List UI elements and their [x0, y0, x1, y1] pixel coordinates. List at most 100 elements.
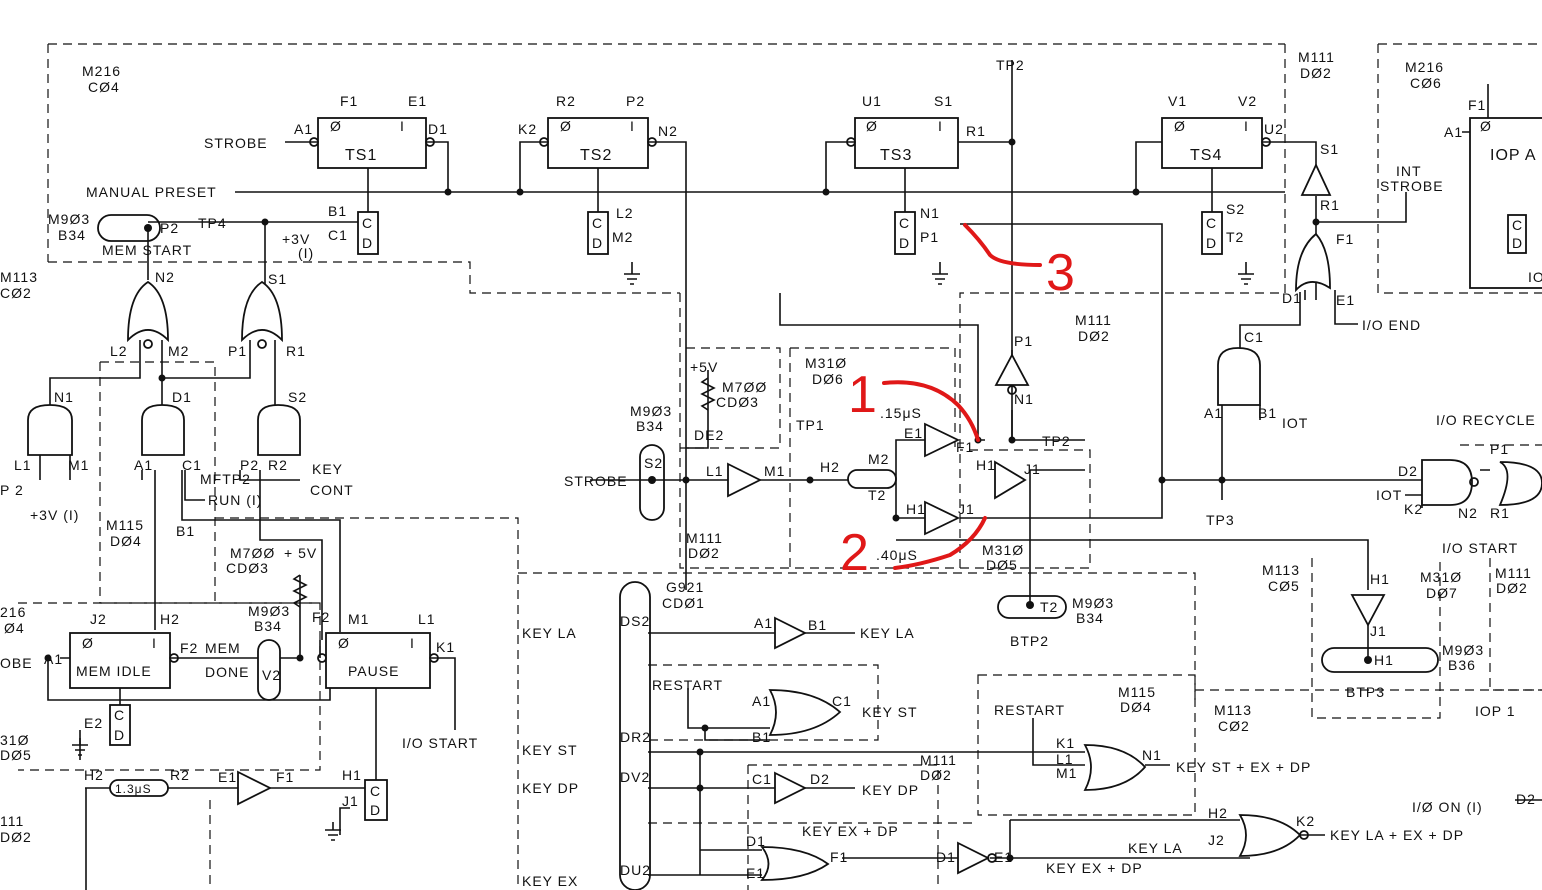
svg-text:INT: INT — [1396, 163, 1422, 179]
svg-text:MANUAL PRESET: MANUAL PRESET — [86, 184, 217, 200]
svg-text:STROBE: STROBE — [564, 473, 628, 489]
svg-text:N2: N2 — [1458, 505, 1478, 521]
svg-text:C: C — [114, 707, 125, 723]
svg-text:E1: E1 — [994, 849, 1013, 865]
svg-text:B1: B1 — [808, 617, 827, 633]
svg-text:P 2: P 2 — [0, 482, 24, 498]
annotation-1: 1 — [848, 366, 877, 424]
svg-text:L2: L2 — [616, 205, 634, 221]
gates — [27, 162, 1542, 881]
svg-text:C1: C1 — [752, 771, 772, 787]
svg-text:E1: E1 — [1336, 292, 1355, 308]
flipflop-ts4: Ø I TS4 V1 V2 — [1161, 93, 1271, 169]
svg-text:R1: R1 — [1320, 197, 1340, 213]
pulse-blocks: CD CD CD CD CD CD — [109, 211, 1223, 821]
svg-text:DR2: DR2 — [620, 729, 651, 745]
svg-text:MEM: MEM — [205, 640, 241, 656]
svg-text:R2: R2 — [170, 767, 190, 783]
svg-text:F1: F1 — [1468, 97, 1486, 113]
svg-text:Ø: Ø — [330, 118, 342, 134]
svg-text:Ø: Ø — [560, 118, 572, 134]
svg-text:+ 5V: + 5V — [284, 545, 317, 561]
svg-text:M113: M113 — [0, 269, 38, 285]
svg-text:F1: F1 — [830, 849, 848, 865]
svg-text:T2: T2 — [868, 487, 886, 503]
svg-text:B34: B34 — [1076, 610, 1104, 626]
svg-text:P2: P2 — [626, 93, 645, 109]
svg-text:D: D — [592, 235, 603, 251]
svg-text:I/O END: I/O END — [1362, 317, 1421, 333]
svg-text:DØ2: DØ2 — [1078, 328, 1110, 344]
passives — [72, 262, 1254, 841]
svg-text:MFTP2: MFTP2 — [200, 471, 251, 487]
svg-text:F2: F2 — [312, 609, 330, 625]
svg-text:B1: B1 — [176, 523, 195, 539]
svg-text:KEY DP: KEY DP — [522, 780, 579, 796]
svg-text:S1: S1 — [1320, 141, 1339, 157]
svg-text:Ø: Ø — [1480, 118, 1492, 134]
svg-text:H1: H1 — [1370, 571, 1390, 587]
flipflop-ts3: Ø I TS3 U1 S1 — [846, 93, 959, 169]
svg-text:A1: A1 — [1444, 124, 1463, 140]
svg-text:C: C — [592, 215, 603, 231]
svg-text:K2: K2 — [1404, 501, 1423, 517]
svg-text:I: I — [410, 635, 415, 651]
svg-text:N1: N1 — [1142, 747, 1162, 763]
svg-text:R1: R1 — [1490, 505, 1510, 521]
svg-text:MEM IDLE: MEM IDLE — [76, 663, 152, 679]
svg-text:KEY LA: KEY LA — [860, 625, 915, 641]
svg-text:I/O START: I/O START — [1442, 540, 1518, 556]
svg-text:H2: H2 — [820, 459, 840, 475]
svg-text:P1: P1 — [1490, 441, 1509, 457]
svg-text:F2: F2 — [180, 640, 198, 656]
svg-text:M1: M1 — [1056, 765, 1077, 781]
svg-text:RESTART: RESTART — [652, 677, 723, 693]
svg-text:Ø: Ø — [866, 118, 878, 134]
svg-text:H2: H2 — [84, 767, 104, 783]
svg-text:M115: M115 — [1118, 684, 1156, 700]
svg-text:S1: S1 — [934, 93, 953, 109]
svg-text:DØ2: DØ2 — [1300, 65, 1332, 81]
svg-text:I: I — [938, 118, 943, 134]
svg-text:KEY EX + DP: KEY EX + DP — [802, 823, 899, 839]
svg-text:S2: S2 — [1226, 201, 1245, 217]
svg-text:I: I — [152, 635, 157, 651]
svg-text:H1: H1 — [1374, 652, 1394, 668]
flipflop-iopa: Ø IOP A F1 A1 C D IO — [1444, 97, 1542, 289]
svg-text:D1: D1 — [936, 849, 956, 865]
svg-text:M111: M111 — [1495, 565, 1532, 581]
svg-text:J2: J2 — [1208, 832, 1225, 848]
svg-text:K1: K1 — [1056, 735, 1075, 751]
svg-text:H2: H2 — [160, 611, 180, 627]
signal-labels: STROBE MANUAL PRESET TP2 TP4 +3V (I) MEM… — [0, 57, 1535, 889]
svg-text:Ø4: Ø4 — [4, 620, 25, 636]
svg-text:A1: A1 — [134, 457, 153, 473]
svg-text:V2: V2 — [262, 667, 281, 683]
svg-text:M111: M111 — [920, 752, 957, 768]
svg-text:L1: L1 — [418, 611, 436, 627]
svg-text:V2: V2 — [1238, 93, 1257, 109]
svg-text:T2: T2 — [1226, 229, 1244, 245]
svg-text:.15μS: .15μS — [880, 405, 922, 421]
svg-text:J2: J2 — [90, 611, 107, 627]
svg-text:TP1: TP1 — [796, 417, 825, 433]
svg-text:CØ6: CØ6 — [1410, 75, 1442, 91]
svg-text:M216: M216 — [1405, 59, 1444, 75]
svg-text:IOT: IOT — [1282, 415, 1308, 431]
module-boundaries — [18, 43, 1542, 890]
svg-text:E2: E2 — [84, 715, 103, 731]
svg-text:DØ4: DØ4 — [110, 533, 142, 549]
svg-text:KEY ST: KEY ST — [522, 742, 578, 758]
svg-text:K2: K2 — [518, 121, 537, 137]
svg-text:C1: C1 — [328, 227, 348, 243]
svg-text:P2: P2 — [240, 457, 259, 473]
svg-text:C1: C1 — [1244, 329, 1264, 345]
svg-text:A1: A1 — [752, 693, 771, 709]
svg-text:I/O START: I/O START — [402, 735, 478, 751]
svg-text:D2: D2 — [1398, 463, 1418, 479]
svg-text:B36: B36 — [1448, 657, 1476, 673]
svg-text:M7ØØ: M7ØØ — [230, 545, 275, 561]
svg-text:TP4: TP4 — [198, 215, 227, 231]
svg-text:+3V: +3V — [282, 231, 310, 247]
